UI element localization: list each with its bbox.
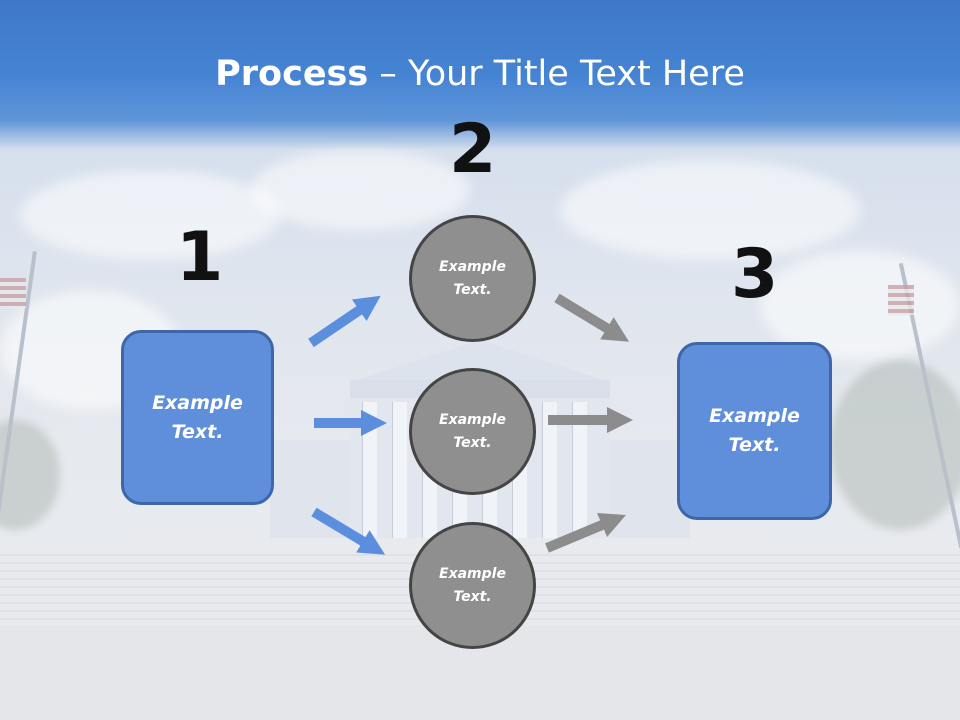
- arrow-from-circle-1: [554, 293, 630, 342]
- left-box-line1: Example: [152, 391, 243, 414]
- circle-top-line2: Text.: [453, 281, 492, 298]
- header-band: [0, 0, 960, 150]
- step-number-2: 2: [449, 110, 497, 189]
- right-box-line1: Example: [709, 405, 800, 427]
- circle-bottom-line1: Example: [439, 565, 506, 582]
- arrow-to-circle-1: [308, 295, 381, 348]
- step-number-1: 1: [176, 218, 224, 297]
- step-number-3: 3: [731, 235, 779, 314]
- circle-middle-line1: Example: [439, 411, 506, 428]
- circle-top-line1: Example: [439, 258, 506, 275]
- left-box-line2: Text.: [171, 420, 224, 443]
- title-rest: – Your Title Text Here: [368, 54, 745, 94]
- arrow-to-circle-3: [311, 507, 386, 555]
- circle-bottom-line2: Text.: [453, 588, 492, 605]
- right-box-line2: Text.: [728, 434, 781, 456]
- slide-title: Process – Your Title Text Here: [0, 54, 960, 94]
- arrow-from-circle-3: [545, 513, 626, 553]
- circle-middle-line2: Text.: [453, 434, 492, 451]
- title-bold: Process: [215, 54, 369, 94]
